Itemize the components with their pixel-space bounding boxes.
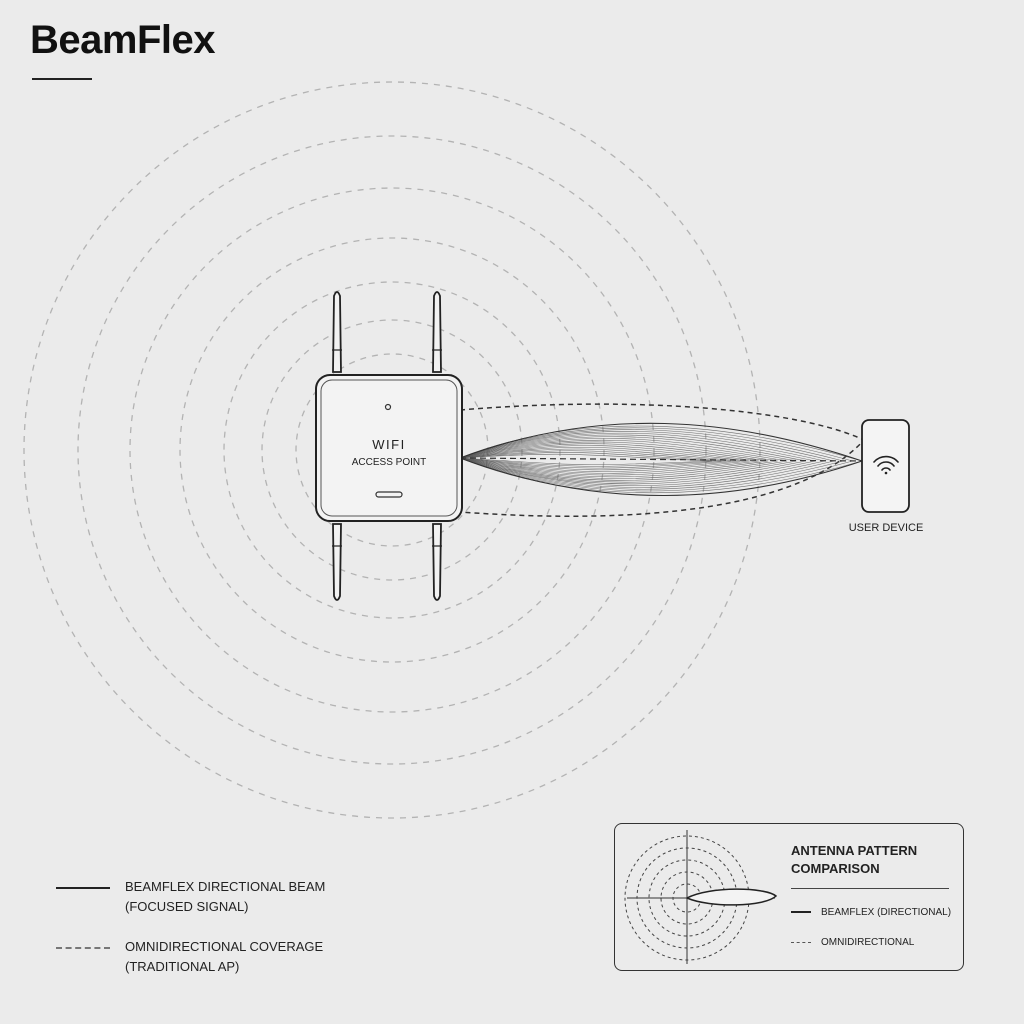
inset-legend-beam: BEAMFLEX (DIRECTIONAL) bbox=[791, 907, 951, 918]
inset-title-line2: COMPARISON bbox=[791, 861, 880, 876]
beam-lobe-line bbox=[459, 452, 722, 467]
inset-title: ANTENNA PATTERN COMPARISON bbox=[791, 842, 917, 878]
antenna-bottom-left-icon bbox=[332, 523, 342, 601]
antenna-top-right-icon bbox=[432, 291, 442, 373]
legend-beam-line1: BEAMFLEX DIRECTIONAL BEAM bbox=[125, 879, 326, 894]
legend-beam-line2: (FOCUSED SIGNAL) bbox=[125, 899, 249, 914]
access-point-inner-face bbox=[320, 379, 458, 517]
inset-solid-line-icon bbox=[791, 911, 811, 914]
wifi-access-point: WIFI ACCESS POINT bbox=[315, 291, 463, 601]
status-led-icon bbox=[384, 403, 392, 411]
inset-beam-lobe bbox=[685, 888, 778, 906]
legend-beam-text: BEAMFLEX DIRECTIONAL BEAM (FOCUSED SIGNA… bbox=[125, 877, 325, 917]
beam-lobe-line bbox=[459, 450, 731, 469]
inset-legend-omni: OMNIDIRECTIONAL bbox=[791, 937, 914, 948]
inset-legend-omni-label: OMNIDIRECTIONAL bbox=[821, 937, 915, 948]
beam-lobe-line bbox=[459, 439, 788, 479]
legend-omni-line2: (TRADITIONAL AP) bbox=[125, 959, 240, 974]
beam-lobe-line bbox=[459, 446, 750, 472]
omni-ring bbox=[223, 281, 561, 619]
inset-divider bbox=[791, 888, 949, 889]
beam-lobe-line bbox=[459, 443, 769, 476]
inset-pattern-svg bbox=[624, 830, 778, 964]
beam-lobe-line bbox=[459, 453, 713, 465]
beamflex-directional-beam bbox=[459, 403, 866, 517]
beam-axis bbox=[459, 457, 863, 462]
brand-title: BeamFlex bbox=[30, 18, 215, 62]
inset-dashed-line-icon bbox=[791, 941, 811, 943]
access-point-label-line2: ACCESS POINT bbox=[352, 457, 426, 468]
inset-title-line1: ANTENNA PATTERN bbox=[791, 843, 918, 858]
inset-legend-beam-label: BEAMFLEX (DIRECTIONAL) bbox=[821, 907, 952, 918]
antenna-top-left-icon bbox=[332, 291, 342, 373]
antenna-pattern-inset: ANTENNA PATTERN COMPARISON BEAMFLEX (DIR… bbox=[614, 823, 964, 971]
access-point-body bbox=[315, 374, 463, 522]
beam-lobe-line bbox=[459, 448, 741, 471]
omni-ring bbox=[261, 319, 523, 581]
legend-omni-line1: OMNIDIRECTIONAL COVERAGE bbox=[125, 939, 324, 954]
legend-omni-text: OMNIDIRECTIONAL COVERAGE (TRADITIONAL AP… bbox=[125, 937, 323, 977]
wifi-icon bbox=[873, 455, 899, 475]
omnidirectional-coverage-rings bbox=[23, 81, 761, 819]
omni-ring bbox=[77, 135, 707, 765]
access-point-label-line1: WIFI bbox=[372, 437, 405, 452]
smartphone-icon bbox=[861, 419, 910, 513]
user-device: USER DEVICE bbox=[849, 419, 924, 534]
light-bar-icon bbox=[375, 491, 403, 498]
legend-solid-line-icon bbox=[56, 887, 110, 889]
antenna-bottom-right-icon bbox=[432, 523, 442, 601]
beam-lobe-line bbox=[459, 441, 778, 478]
user-device-label: USER DEVICE bbox=[849, 522, 924, 534]
legend-dashed-line-icon bbox=[56, 947, 110, 949]
beam-lobe-line bbox=[459, 438, 797, 481]
omni-ring bbox=[129, 187, 655, 713]
beam-lobe-line bbox=[459, 445, 759, 474]
title-underline bbox=[32, 78, 92, 80]
